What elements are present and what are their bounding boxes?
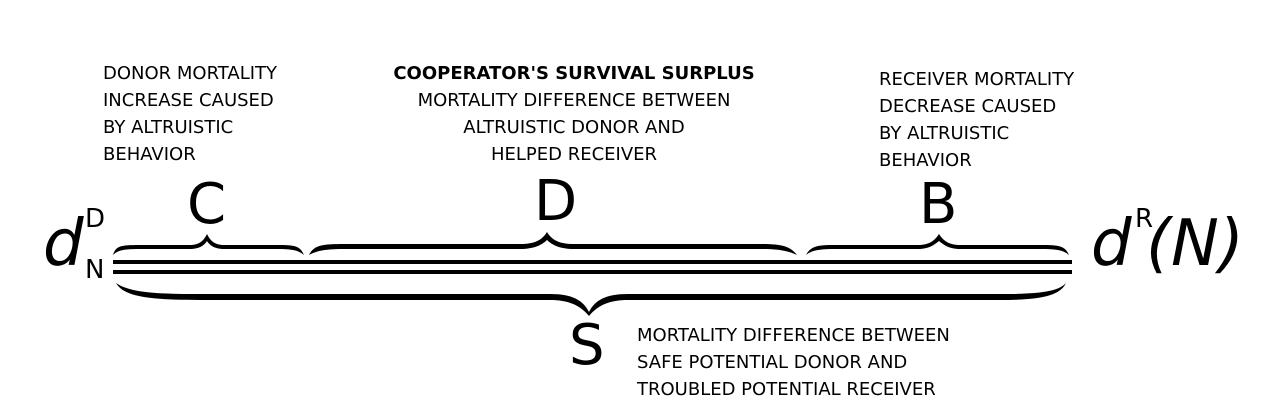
segment-s-letter: S bbox=[569, 313, 605, 378]
survival-difference-line-2: SAFE POTENTIAL DONOR AND bbox=[637, 352, 908, 373]
receiver-mortality-line-1: RECEIVER MORTALITY bbox=[879, 69, 1075, 90]
right-endpoint-symbol: d bbox=[1091, 207, 1132, 281]
cooperator-surplus-label: COOPERATOR'S SURVIVAL SURPLUS MORTALITY … bbox=[386, 60, 762, 168]
left-endpoint-superscript: D bbox=[85, 204, 106, 234]
brace-c bbox=[113, 234, 304, 255]
receiver-mortality-line-3: BY ALTRUISTIC bbox=[879, 123, 1010, 144]
receiver-mortality-line-2: DECREASE CAUSED bbox=[879, 96, 1057, 117]
donor-mortality-line-3: BY ALTRUISTIC bbox=[103, 117, 234, 138]
donor-mortality-line-1: DONOR MORTALITY bbox=[103, 63, 278, 84]
survival-difference-line-1: MORTALITY DIFFERENCE BETWEEN bbox=[637, 325, 950, 346]
left-endpoint-subscript: N bbox=[85, 255, 105, 285]
left-endpoint-symbol: d bbox=[43, 207, 84, 281]
right-endpoint-argument: (N) bbox=[1146, 207, 1244, 281]
brace-s bbox=[116, 283, 1066, 316]
right-endpoint-superscript: R bbox=[1135, 204, 1154, 234]
donor-mortality-label: DONOR MORTALITY INCREASE CAUSED BY ALTRU… bbox=[103, 60, 277, 168]
cooperator-surplus-line-2: ALTRUISTIC DONOR AND bbox=[463, 117, 685, 138]
cooperator-surplus-line-1: MORTALITY DIFFERENCE BETWEEN bbox=[417, 90, 731, 111]
receiver-mortality-label: RECEIVER MORTALITY DECREASE CAUSED BY AL… bbox=[879, 66, 1074, 174]
cooperator-surplus-title: COOPERATOR'S SURVIVAL SURPLUS bbox=[393, 63, 755, 84]
segment-c-letter: C bbox=[187, 172, 227, 237]
brace-b bbox=[806, 234, 1069, 255]
donor-mortality-line-2: INCREASE CAUSED bbox=[103, 90, 274, 111]
survival-difference-label: MORTALITY DIFFERENCE BETWEEN SAFE POTENT… bbox=[637, 322, 950, 403]
segment-b-letter: B bbox=[919, 172, 958, 237]
donor-mortality-line-4: BEHAVIOR bbox=[103, 144, 196, 165]
survival-difference-line-3: TROUBLED POTENTIAL RECEIVER bbox=[637, 379, 936, 400]
cooperator-surplus-line-3: HELPED RECEIVER bbox=[490, 144, 658, 165]
segment-d-letter: D bbox=[534, 169, 578, 234]
brace-d bbox=[309, 232, 797, 255]
receiver-mortality-line-4: BEHAVIOR bbox=[879, 150, 972, 171]
